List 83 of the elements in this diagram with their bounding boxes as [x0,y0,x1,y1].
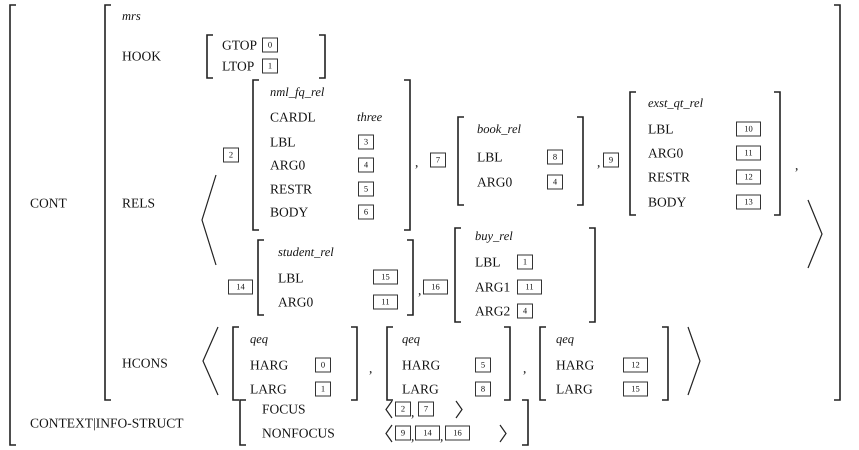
tag-box: 15 [623,382,648,396]
feature-label: ARG0 [648,146,684,160]
feature-label: CARDL [270,110,316,124]
tag-box: 16 [423,280,448,294]
tag-box: 8 [475,382,491,396]
comma: , [597,155,600,169]
tag-box: 11 [517,280,542,294]
tag-box: 0 [262,38,278,52]
tag-box: 7 [418,402,434,416]
tag-box: 8 [547,150,563,164]
tag-box: 5 [475,358,491,372]
feature-label: NONFOCUS [262,426,335,440]
comma: , [369,361,372,375]
feature-label: ARG0 [270,158,306,172]
feature-label: ARG0 [278,295,314,309]
feature-label: LBL [475,255,500,269]
tag-box: 1 [517,254,533,270]
comma: , [411,429,414,443]
feature-label: LBL [477,150,502,164]
feature-label: ARG2 [475,304,510,318]
feature-label: LARG [556,382,593,396]
feature-label: BODY [270,205,308,219]
feature-label: GTOP [222,38,258,52]
tag-box: 13 [736,194,761,210]
feature-label: ARG0 [477,175,512,189]
feature-label: ARG1 [475,280,510,294]
tag-box: 1 [262,58,278,74]
type-label: mrs [122,10,141,22]
tag-box: 2 [223,148,239,162]
feature-label: HOOK [122,49,161,63]
feature-label: HARG [402,358,440,372]
feature-label: HARG [556,358,594,372]
tag-box: 12 [736,170,761,184]
feature-label: HARG [250,358,288,372]
comma: , [411,405,414,419]
comma: , [523,361,526,375]
tag-box: 1 [315,382,331,396]
tag-box: 7 [430,152,446,168]
tag-box: 4 [547,174,563,190]
feature-label: RELS [122,196,156,210]
comma: , [415,155,418,169]
feature-label: RESTR [270,182,312,196]
feature-label: LARG [250,382,287,396]
comma: , [418,283,422,297]
tag-box: 4 [358,158,374,172]
tag-box: 0 [315,358,331,372]
feature-label: RESTR [648,170,690,184]
feature-label: LBL [278,271,304,285]
tag-box: 3 [358,134,374,150]
feature-label: FOCUS [262,402,306,416]
feature-label: CONTEXT|INFO-STRUCT [30,416,184,430]
tag-box: 4 [517,304,533,318]
tag-box: 15 [373,270,398,284]
feature-label: LTOP [222,59,254,73]
type-label: book_rel [477,122,521,136]
tag-box: 9 [603,152,619,168]
tag-box: 14 [415,426,440,440]
tag-box: 11 [736,146,761,160]
tag-box: 2 [395,402,411,416]
feature-label: CONT [30,196,67,210]
feature-label: LBL [648,122,674,136]
tag-box: 14 [228,280,253,294]
type-label: qeq [556,332,574,346]
tag-box: 16 [445,426,470,440]
feature-label: BODY [648,195,686,209]
tag-box: 11 [373,294,398,310]
feature-label: HCONS [122,356,168,370]
type-label: student_rel [278,246,334,258]
tag-box: 5 [358,182,374,196]
comma: , [440,429,444,443]
tag-box: 10 [736,122,761,136]
type-label: exst_qt_rel [648,96,704,110]
feature-label: LBL [270,135,296,149]
value-text: three [357,110,382,124]
tag-box: 6 [358,204,374,220]
tag-box: 12 [623,358,648,372]
type-label: buy_rel [475,230,513,242]
comma: , [795,158,798,172]
type-label: nml_fq_rel [270,86,324,98]
feature-label: LARG [402,382,439,396]
type-label: qeq [402,332,420,346]
tag-box: 9 [395,426,411,440]
type-label: qeq [250,332,268,346]
